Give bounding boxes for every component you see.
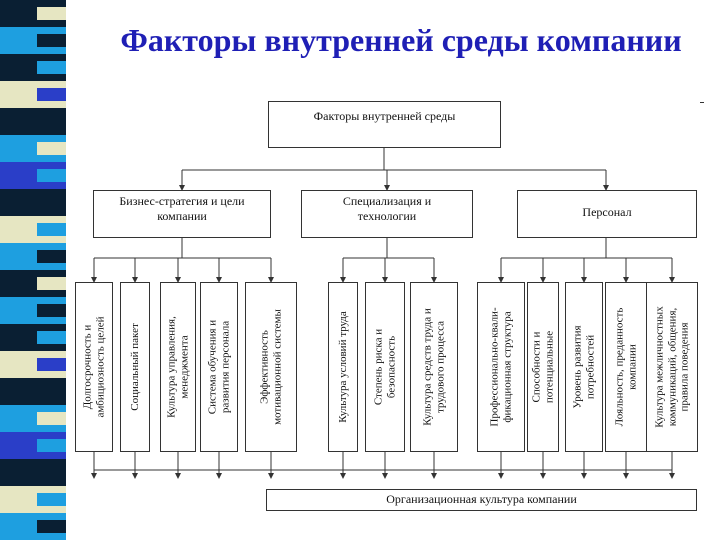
factor-node-label-line: потребностей <box>584 334 596 400</box>
strip-accent <box>37 250 66 263</box>
root-node: Факторы внутренней среды <box>268 101 501 148</box>
factor-node-label: Профессионально-квали-фикационная структ… <box>489 307 514 426</box>
root-node-label: Факторы внутренней среды <box>313 109 456 123</box>
strip-accent <box>37 493 66 506</box>
factor-node-label: Культура управления,менеджмента <box>166 316 191 418</box>
factor-node-label-line: потенциальные <box>543 330 555 404</box>
factor-node-label-line: менеджмента <box>178 335 190 399</box>
factor-node-label-line: Культура межличностных <box>653 306 666 428</box>
factor-node-label-line: трудового процесса <box>434 320 446 414</box>
slide-title: Факторы внутренней среды компании <box>120 22 682 58</box>
bottom-node-label: Организационная культура компании <box>386 492 577 506</box>
factor-node-label: Культура условий труда <box>337 311 350 423</box>
group-node-personnel-label: Персонал <box>582 205 632 219</box>
factor-node: Профессионально-квали-фикационная структ… <box>477 282 525 452</box>
strip-accent <box>37 88 66 101</box>
factor-node-label-line: Культура условий труда <box>336 311 349 423</box>
strip-accent <box>37 115 66 128</box>
factor-node-label-line: Культура средств труда и <box>421 308 434 426</box>
factor-node-label-line: Социальный пакет <box>128 323 141 411</box>
strip-accent <box>37 331 66 344</box>
factor-node-label-line: амбициозность целей <box>94 316 106 418</box>
factor-node-label-line: коммуникаций, общения, <box>665 307 678 427</box>
strip-accent <box>37 196 66 209</box>
factor-node-label-line: Уровень развития <box>571 325 584 409</box>
strip-accent <box>37 277 66 290</box>
factor-node-label-line: безопасность <box>385 335 397 399</box>
strip-accent <box>37 142 66 155</box>
factor-node-label-line: развития персонала <box>219 320 231 414</box>
group-node-personnel: Персонал <box>517 190 697 238</box>
factor-node-label: Социальный пакет <box>129 323 142 411</box>
strip-accent <box>37 412 66 425</box>
strip-accent <box>37 385 66 398</box>
factor-node-label-line: фикационная структура <box>501 311 513 423</box>
factor-node-label-line: Долгосрочность и <box>81 324 94 410</box>
factor-node-label-line: Профессионально-квали- <box>488 307 501 427</box>
strip-accent <box>37 304 66 317</box>
group-node-technology-label: Специализация и технологии <box>342 194 432 223</box>
strip-accent <box>37 34 66 47</box>
factor-node-label-line: компании <box>626 344 638 390</box>
factor-node-label-line: Культура управления, <box>165 316 178 418</box>
strip-accent <box>37 466 66 479</box>
strip-accent <box>37 223 66 236</box>
factor-node-label-line: правила поведения <box>678 322 691 412</box>
factor-node-label-line: Способности и <box>530 331 543 403</box>
strip-accent <box>37 520 66 533</box>
bottom-node: Организационная культура компании <box>266 489 697 511</box>
factor-node-label-line: Система обучения и <box>206 319 219 415</box>
factor-node-label-line: мотивационной системы <box>271 309 283 425</box>
right-edge-tick <box>700 102 704 103</box>
factor-node: Культура условий труда <box>328 282 358 452</box>
factor-node-label-line: Эффективность <box>258 330 271 404</box>
factor-node: Социальный пакет <box>120 282 150 452</box>
strip-accent <box>37 7 66 20</box>
strip-accent <box>37 61 66 74</box>
group-node-strategy: Бизнес-стратегия и цели компании <box>93 190 271 238</box>
strip-accent <box>37 358 66 371</box>
group-node-strategy-label: Бизнес-стратегия и цели компании <box>119 194 245 223</box>
strip-accent <box>37 439 66 452</box>
decorative-side-strip <box>0 0 66 540</box>
strip-accent <box>37 169 66 182</box>
factor-node-label-line: Лояльность, преданность <box>613 307 626 427</box>
factor-node: Культура управления,менеджмента <box>160 282 196 452</box>
group-node-technology: Специализация и технологии <box>301 190 473 238</box>
factor-node-label-line: Степень риска и <box>372 328 385 406</box>
